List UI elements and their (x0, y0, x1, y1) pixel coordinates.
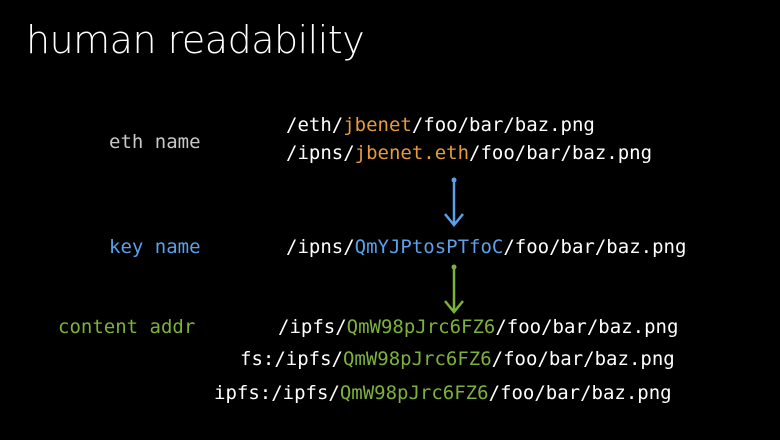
path-suffix: /foo/bar/baz.png (411, 114, 595, 136)
content-path-2: fs:/ipfs/QmW98pJrc6FZ6/foo/bar/baz.png (240, 346, 675, 372)
eth-name-highlight: jbenet (343, 114, 412, 136)
key-name-highlight: QmYJPtosPTfoC (354, 236, 504, 258)
path-suffix: /foo/bar/baz.png (503, 236, 687, 258)
path-prefix: ipfs:/ipfs/ (214, 382, 340, 404)
content-addr-label: content addr (58, 316, 196, 338)
path-prefix: /ipns/ (286, 236, 355, 258)
eth-name-highlight: jbenet.eth (354, 142, 470, 164)
path-prefix: /ipfs/ (278, 316, 347, 338)
eth-name-label: eth name (109, 131, 201, 153)
content-path-1: /ipfs/QmW98pJrc6FZ6/foo/bar/baz.png (278, 314, 678, 340)
path-prefix: /ipns/ (286, 142, 355, 164)
path-suffix: /foo/bar/baz.png (495, 316, 679, 338)
eth-path-1: /eth/jbenet/foo/bar/baz.png (286, 112, 595, 138)
content-path-3: ipfs:/ipfs/QmW98pJrc6FZ6/foo/bar/baz.png (214, 380, 672, 406)
path-suffix: /foo/bar/baz.png (491, 348, 675, 370)
key-path-1: /ipns/QmYJPtosPTfoC/foo/bar/baz.png (286, 234, 686, 260)
path-prefix: /eth/ (286, 114, 344, 136)
content-addr-highlight: QmW98pJrc6FZ6 (339, 382, 489, 404)
slide-title: human readability (26, 18, 365, 62)
content-addr-highlight: QmW98pJrc6FZ6 (342, 348, 492, 370)
path-suffix: /foo/bar/baz.png (488, 382, 672, 404)
eth-path-2: /ipns/jbenet.eth/foo/bar/baz.png (286, 140, 652, 166)
arrow-down-icon (444, 264, 464, 314)
content-addr-highlight: QmW98pJrc6FZ6 (346, 316, 496, 338)
arrow-down-icon (444, 177, 464, 227)
key-name-label: key name (109, 236, 201, 258)
path-prefix: fs:/ipfs/ (240, 348, 343, 370)
path-suffix: /foo/bar/baz.png (469, 142, 653, 164)
